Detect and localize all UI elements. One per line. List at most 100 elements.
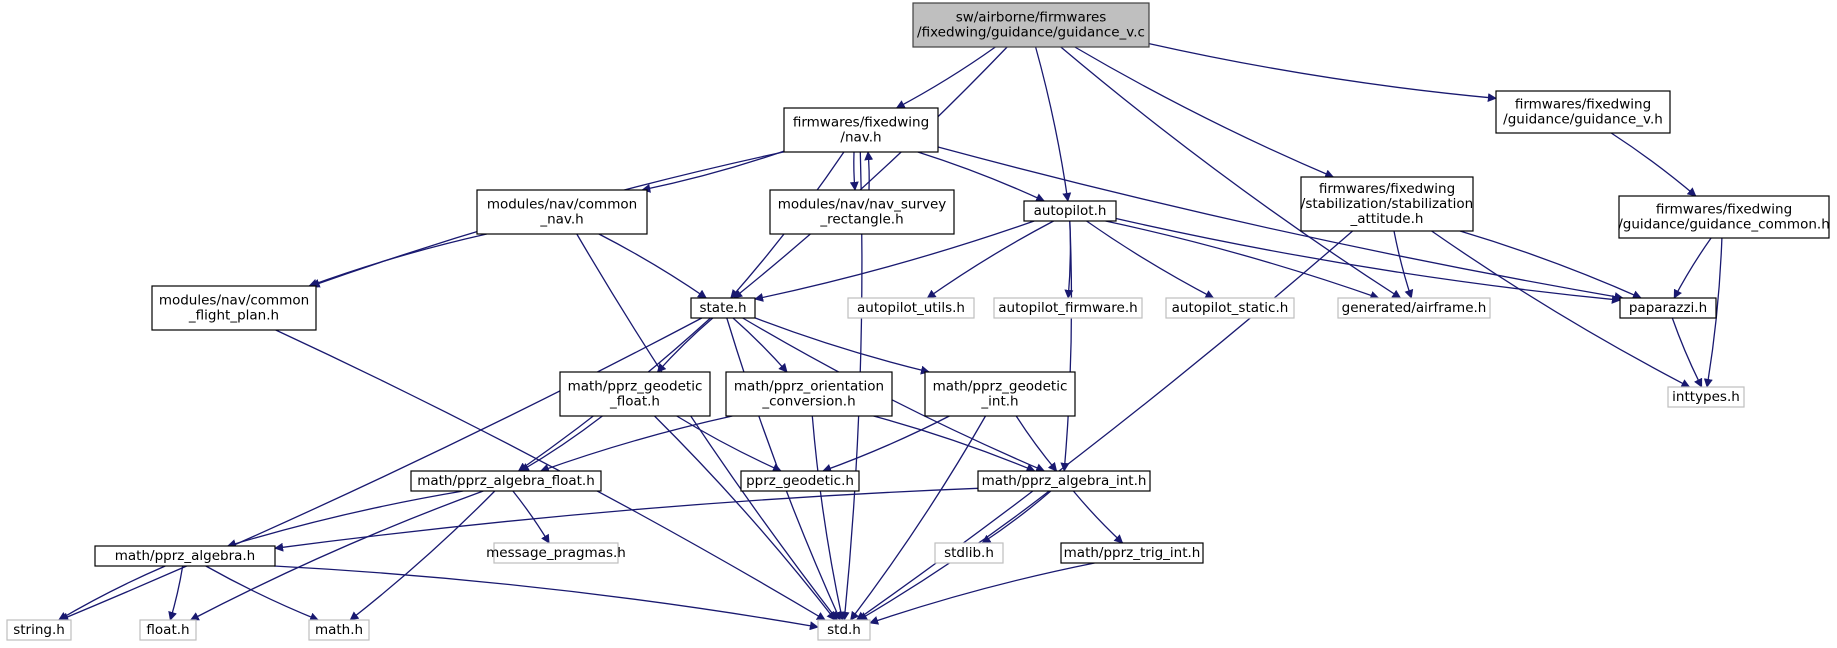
node-label: autopilot_static.h xyxy=(1172,300,1289,316)
node-label: autopilot_utils.h xyxy=(857,300,965,316)
node-box xyxy=(308,619,370,641)
node-common_nav[interactable]: modules/nav/common_nav.h xyxy=(476,189,648,235)
node-label: _rectangle.h xyxy=(819,212,903,228)
edge-stab-to-paparazzi xyxy=(1459,230,1642,299)
node-label: string.h xyxy=(13,622,65,638)
nodes-layer: sw/airborne/firmwares/fixedwing/guidance… xyxy=(6,2,1830,641)
node-label: stdlib.h xyxy=(944,545,994,561)
node-alg_int[interactable]: math/pprz_algebra_int.h xyxy=(977,470,1151,492)
node-box xyxy=(993,297,1143,319)
node-label: _flight_plan.h xyxy=(188,308,279,324)
node-label: /guidance/guidance_common.h xyxy=(1618,217,1830,233)
node-stab[interactable]: firmwares/fixedwing/stabilization/stabil… xyxy=(1300,176,1474,232)
edge-common_nav-to-flight_plan xyxy=(308,233,487,288)
node-label: modules/nav/nav_survey xyxy=(778,197,947,213)
edge-autopilot-to-ap_utils xyxy=(926,220,1054,299)
node-airframe[interactable]: generated/airframe.h xyxy=(1337,297,1491,319)
edge-algebra-to-string xyxy=(57,565,166,621)
node-box xyxy=(725,371,893,417)
edge-nav-to-survey xyxy=(849,151,859,191)
node-label: inttypes.h xyxy=(1672,389,1740,405)
node-label: /guidance/guidance_v.h xyxy=(1503,112,1663,128)
node-trig_int[interactable]: math/pprz_trig_int.h xyxy=(1060,542,1204,564)
node-box xyxy=(690,297,756,319)
node-survey[interactable]: modules/nav/nav_survey_rectangle.h xyxy=(769,189,955,235)
edge-state-to-orient xyxy=(732,317,788,373)
node-label: math/pprz_orientation xyxy=(734,379,884,395)
node-box xyxy=(410,470,602,492)
node-box xyxy=(1667,386,1745,408)
edge-root-to-autopilot xyxy=(1034,46,1072,202)
node-label: sw/airborne/firmwares xyxy=(956,10,1107,26)
edge-autopilot-to-paparazzi xyxy=(1115,217,1621,304)
node-paparazzi[interactable]: paparazzi.h xyxy=(1619,297,1717,319)
edge-root-to-stab xyxy=(1074,46,1335,178)
node-root[interactable]: sw/airborne/firmwares/fixedwing/guidance… xyxy=(912,2,1150,48)
node-box xyxy=(912,2,1150,48)
edge-geo_float-to-alg_float xyxy=(520,415,603,472)
node-pprz_geodetic[interactable]: pprz_geodetic.h xyxy=(740,470,860,492)
node-label: firmwares/fixedwing xyxy=(1319,181,1455,197)
edge-autopilot-to-airframe xyxy=(1105,220,1380,300)
node-msg_pragmas[interactable]: message_pragmas.h xyxy=(486,542,626,564)
node-box xyxy=(139,619,197,641)
edge-stab-to-inttypes xyxy=(1431,230,1691,388)
edge-geo_int-to-pprz_geodetic xyxy=(822,415,950,473)
node-label: _conversion.h xyxy=(761,394,855,410)
edge-alg_float-to-float xyxy=(189,490,484,621)
node-flight_plan[interactable]: modules/nav/common_flight_plan.h xyxy=(151,285,317,331)
node-alg_float[interactable]: math/pprz_algebra_float.h xyxy=(410,470,602,492)
node-nav[interactable]: firmwares/fixedwing/nav.h xyxy=(783,107,939,153)
node-ap_firmware[interactable]: autopilot_firmware.h xyxy=(993,297,1143,319)
node-box xyxy=(1619,297,1717,319)
node-box xyxy=(1495,90,1671,134)
node-label: /stabilization/stabilization xyxy=(1301,196,1473,212)
edge-stab-to-airframe xyxy=(1393,230,1414,299)
node-ap_utils[interactable]: autopilot_utils.h xyxy=(847,297,975,319)
node-float[interactable]: float.h xyxy=(139,619,197,641)
edge-nav-to-autopilot xyxy=(917,151,1046,202)
node-box xyxy=(783,107,939,153)
node-label: /nav.h xyxy=(840,130,881,146)
node-label: math/pprz_geodetic xyxy=(933,379,1068,395)
edge-algebra-to-float xyxy=(168,565,184,621)
node-string[interactable]: string.h xyxy=(6,619,72,641)
node-orient[interactable]: math/pprz_orientation_conversion.h xyxy=(725,371,893,417)
node-label: float.h xyxy=(146,622,189,638)
edge-root-to-guidance_v_h xyxy=(1148,42,1497,103)
node-guidance_v_h[interactable]: firmwares/fixedwing/guidance/guidance_v.… xyxy=(1495,90,1671,134)
node-inttypes[interactable]: inttypes.h xyxy=(1667,386,1745,408)
node-guidance_common[interactable]: firmwares/fixedwing/guidance/guidance_co… xyxy=(1618,195,1830,239)
node-stdlib[interactable]: stdlib.h xyxy=(934,542,1004,564)
edge-trig_int-to-std xyxy=(869,562,1095,625)
edge-guidance_v_h-to-guidance_common xyxy=(1610,132,1697,197)
edge-common_nav-to-state xyxy=(598,233,707,299)
edge-state-to-string xyxy=(59,317,703,622)
node-label: modules/nav/common xyxy=(159,293,309,309)
node-geo_float[interactable]: math/pprz_geodetic_float.h xyxy=(559,371,711,417)
edge-guidance_common-to-paparazzi xyxy=(1673,237,1712,299)
edge-paparazzi-to-inttypes xyxy=(1671,317,1703,388)
edge-geo_float-to-pprz_geodetic xyxy=(676,415,782,472)
node-label: math/pprz_algebra_int.h xyxy=(982,473,1147,489)
node-label: _nav.h xyxy=(539,212,583,228)
node-label: _float.h xyxy=(609,394,660,410)
node-state[interactable]: state.h xyxy=(690,297,756,319)
edge-orient-to-alg_int xyxy=(873,415,1036,473)
node-label: firmwares/fixedwing xyxy=(1515,97,1651,113)
node-algebra[interactable]: math/pprz_algebra.h xyxy=(94,545,276,567)
edge-alg_float-to-msg_pragmas xyxy=(512,490,550,544)
node-box xyxy=(1023,200,1117,222)
node-autopilot[interactable]: autopilot.h xyxy=(1023,200,1117,222)
edge-survey-to-nav xyxy=(864,151,874,191)
node-box xyxy=(1165,297,1295,319)
node-box xyxy=(6,619,72,641)
node-label: message_pragmas.h xyxy=(486,545,626,561)
node-box xyxy=(1337,297,1491,319)
edge-geo_int-to-alg_int xyxy=(1015,415,1058,472)
node-ap_static[interactable]: autopilot_static.h xyxy=(1165,297,1295,319)
node-geo_int[interactable]: math/pprz_geodetic_int.h xyxy=(924,371,1076,417)
node-math[interactable]: math.h xyxy=(308,619,370,641)
node-label: math/pprz_trig_int.h xyxy=(1064,545,1201,561)
node-std[interactable]: std.h xyxy=(817,619,871,641)
